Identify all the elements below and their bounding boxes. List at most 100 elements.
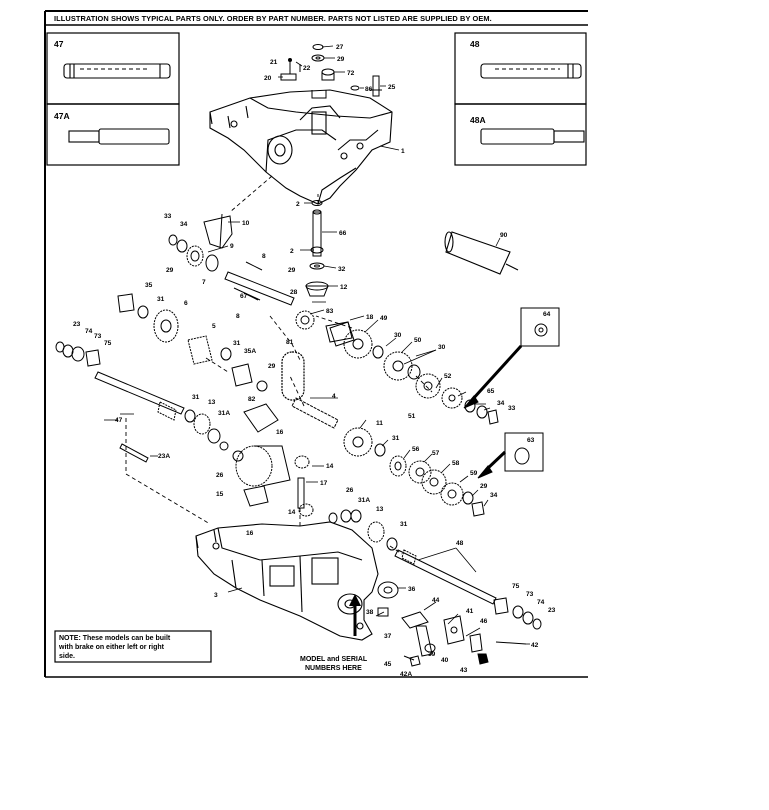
label-41: 41 [466,608,474,615]
gear-group-35A [220,347,268,392]
label-29: 29 [288,267,296,274]
label-16: 16 [276,429,284,436]
label-29: 29 [480,483,488,490]
bracket-10 [203,213,233,249]
axle-47-icon [63,63,171,79]
axle-48A-icon [480,128,585,145]
label-40: 40 [441,657,449,664]
label-38: 38 [366,609,374,616]
label-49: 49 [380,315,388,322]
model-arrow-icon [349,594,361,636]
header-notice: ILLUSTRATION SHOWS TYPICAL PARTS ONLY. O… [54,14,492,23]
gear-group-13 [184,403,279,444]
label-8: 8 [262,253,266,260]
solid-leaders [104,45,530,645]
chain-81 [281,351,305,401]
shaft-67 [224,261,295,306]
part-90-cylinder [444,231,519,275]
label-23: 23 [548,607,556,614]
part-labels: 27 29 21 22 72 20 86 25 1 2 66 33 34 10 … [73,44,556,678]
box-label-47A: 47A [54,111,70,121]
axle-47A-icon [68,128,170,145]
label-31: 31 [192,394,200,401]
label-63: 63 [527,437,535,444]
label-28: 28 [290,289,298,296]
label-29: 29 [337,56,345,63]
label-35: 35 [145,282,153,289]
label-30: 30 [438,344,446,351]
label-12: 12 [340,284,348,291]
label-83: 83 [326,308,334,315]
label-39: 39 [428,651,436,658]
label-34: 34 [490,492,498,499]
inset-box-48A: 48A [454,103,587,166]
axle-47 [94,371,185,421]
label-27: 27 [336,44,344,51]
shaft-4 [291,397,339,429]
label-21: 21 [270,59,278,66]
lower-housing [195,521,379,641]
shaft-66 [305,200,329,297]
gear-15 [219,441,310,509]
label-90: 90 [500,232,508,239]
label-65: 65 [487,388,495,395]
label-56: 56 [412,446,420,453]
label-44: 44 [432,597,440,604]
label-74: 74 [537,599,545,606]
label-43: 43 [460,667,468,674]
label-31: 31 [157,296,165,303]
label-6: 6 [184,300,188,307]
label-50: 50 [414,337,422,344]
label-15: 15 [216,491,224,498]
label-75: 75 [104,340,112,347]
inset-63 [477,432,544,479]
label-16: 16 [246,530,254,537]
label-46: 46 [480,618,488,625]
label-58: 58 [452,460,460,467]
model-serial-line-1: MODEL and SERIAL [300,656,368,663]
label-7: 7 [202,279,206,286]
label-37: 37 [384,633,392,640]
dashed-leaders [125,175,433,555]
label-2: 2 [290,248,294,255]
label-42A: 42A [400,671,412,678]
label-51: 51 [408,413,416,420]
label-25: 25 [388,84,396,91]
gear-group-lower [298,503,398,551]
inset-box-48: 48 [454,32,587,105]
label-1: 1 [401,148,405,155]
label-26: 26 [346,487,354,494]
note-line-2: with brake on either left or right [58,644,165,651]
axle-48 [394,549,497,605]
label-47: 47 [115,417,123,424]
label-86: 86 [365,86,373,93]
label-2: 2 [296,201,300,208]
label-67: 67 [240,293,248,300]
label-31A: 31A [358,497,370,504]
label-52: 52 [444,373,452,380]
label-11: 11 [376,420,383,427]
label-82: 82 [248,396,256,403]
box-label-48: 48 [470,39,480,49]
axle-48-icon [480,63,582,79]
note-line-3: side. [59,653,75,660]
label-5: 5 [212,323,216,330]
label-33: 33 [508,405,516,412]
label-31A: 31A [218,410,230,417]
box-label-47: 47 [54,39,64,49]
label-42: 42 [531,642,539,649]
label-26: 26 [216,472,224,479]
label-29: 29 [166,267,174,274]
note-line-1: NOTE: These models can be built [59,635,171,642]
label-8: 8 [236,313,240,320]
label-75: 75 [512,583,520,590]
label-74: 74 [85,328,93,335]
label-23: 23 [73,321,81,328]
label-81: 81 [286,339,294,346]
label-31: 31 [392,435,400,442]
label-17: 17 [320,480,328,487]
label-20: 20 [264,75,272,82]
label-22: 22 [303,65,311,72]
label-31: 31 [233,340,241,347]
label-31: 31 [400,521,408,528]
